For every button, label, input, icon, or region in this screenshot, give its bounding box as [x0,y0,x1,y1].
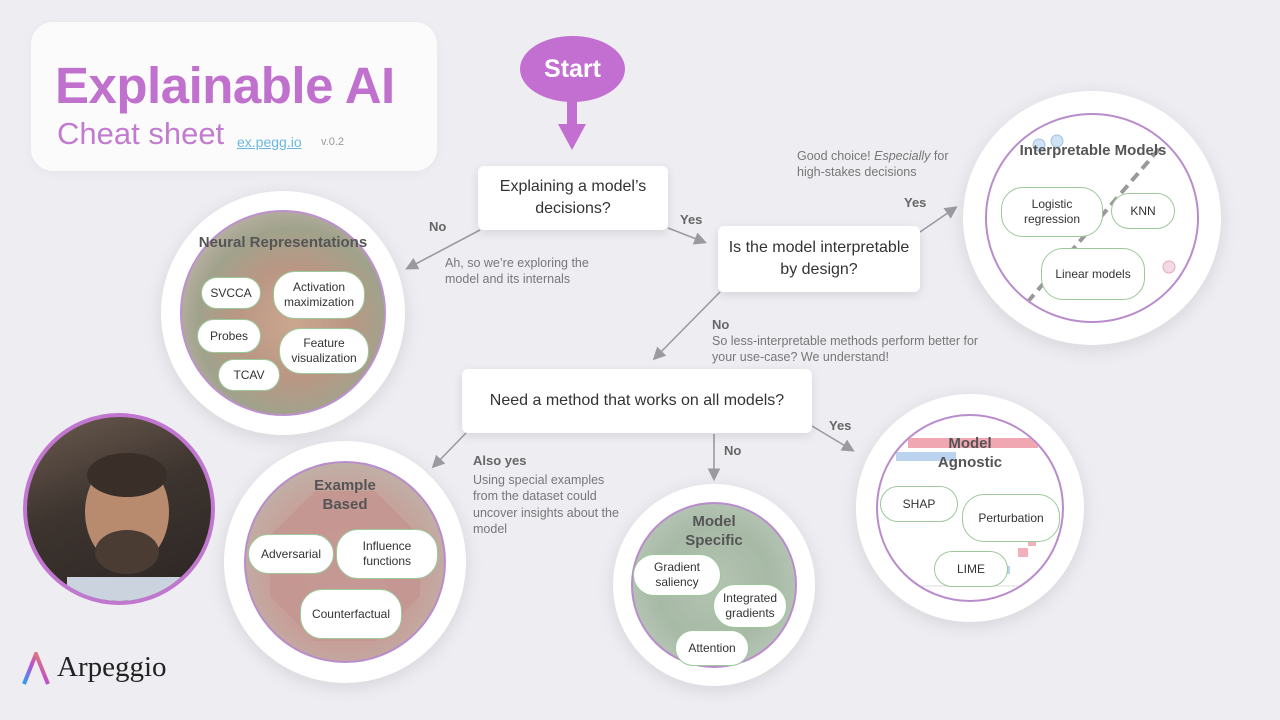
method-influence-functions: Influence functions [336,529,438,579]
interpretable-title: Interpretable Models [1019,142,1167,159]
arpeggio-logo-mark [22,648,50,686]
note-good-choice: Good choice! Especially for high-stakes … [797,148,972,181]
method-feature-visualization: Feature visualization [279,328,369,374]
note-good-choice-end: for high-stakes decisions [797,149,949,180]
edge-label-yes-3: Yes [829,418,852,433]
edge-label-no-3: No [724,443,742,458]
method-shap: SHAP [880,486,958,522]
neural-title: Neural Representations [198,234,368,251]
page-title: Explainable AI [55,57,395,114]
question-interpretable-by-design: Is the model interpretable by design? [718,226,920,292]
method-gradient-saliency: Gradient saliency [633,554,721,596]
question-works-on-all-models: Need a method that works on all models? [462,369,812,433]
circle-model-specific: Model Specific Gradient saliency Integra… [613,484,815,686]
note-good-choice-start: Good choice! [797,149,875,163]
edge-label-no-1: No [429,219,447,234]
start-node: Start [520,36,625,102]
circle-interpretable-models: Interpretable Models Logistic regression… [963,91,1221,345]
note-special-examples: Using special examples from the dataset … [473,473,619,536]
edge-label-also-yes: Also yes [473,453,527,468]
method-lime: LIME [934,551,1008,587]
method-tcav: TCAV [218,359,280,391]
note-less-interpretable: So less-interpretable methods perform be… [712,334,979,365]
method-probes: Probes [197,319,261,353]
circle-neural-representations: Neural Representations SVCCA Activation … [161,191,405,435]
title-card: Explainable AI Cheat sheet ex.pegg.io v.… [31,22,437,171]
method-activation-maximization: Activation maximization [273,271,365,319]
brand-name: Arpeggio [57,651,167,683]
method-attention: Attention [675,630,749,666]
method-logistic-regression: Logistic regression [1001,187,1103,237]
presenter-silhouette [67,453,187,601]
agnostic-title: Model Agnostic [937,435,1003,471]
edge-label-yes-1: Yes [680,212,703,227]
question-explaining-decisions: Explaining a model’s decisions? [478,166,668,230]
method-perturbation: Perturbation [962,494,1060,542]
method-integrated-gradients: Integrated gradients [713,584,787,628]
method-adversarial: Adversarial [248,534,334,574]
site-link[interactable]: ex.pegg.io [237,134,302,150]
page-subtitle: Cheat sheet [57,116,225,151]
method-counterfactual: Counterfactual [300,589,402,639]
example-title: Example Based [314,477,376,513]
edge-label-no-2: No [712,317,730,332]
note-good-choice-emphasis: Especially [874,149,931,163]
note-exploring: Ah, so we’re exploring the model and its… [445,256,589,287]
method-knn: KNN [1111,193,1175,229]
specific-title: Model Specific [685,513,743,549]
circle-model-agnostic: Model Agnostic SHAP Perturbation LIME [856,394,1084,622]
circle-example-based: Example Based Adversarial Influence func… [224,441,466,683]
version-label: v.0.2 [321,136,345,148]
presenter-video [23,413,215,605]
method-linear-models: Linear models [1041,248,1145,300]
method-svcca: SVCCA [201,277,261,309]
edge-label-yes-2: Yes [904,195,927,210]
